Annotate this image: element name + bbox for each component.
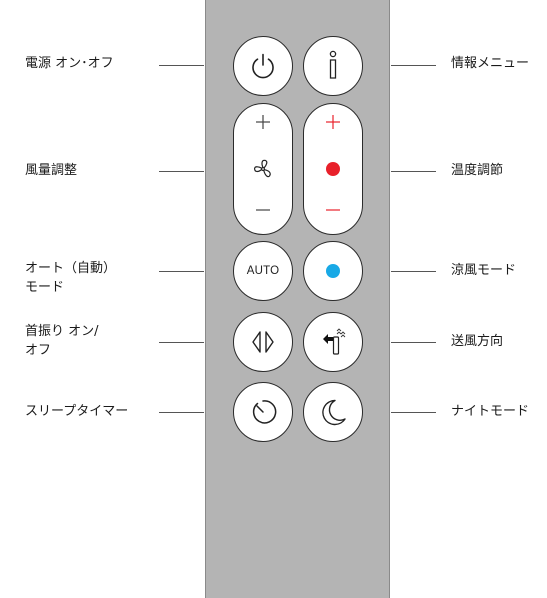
- power-leader-line: [159, 65, 204, 66]
- power-label: 電源 オン･オフ: [25, 56, 114, 71]
- red-dot-icon: [324, 160, 342, 178]
- cool-mode-leader-line: [391, 271, 436, 272]
- sleep-timer-button[interactable]: [233, 382, 293, 442]
- temperature-leader-line: [391, 171, 436, 172]
- temperature-down-button[interactable]: [304, 202, 362, 218]
- info-icon: [323, 49, 343, 83]
- oscillation-label-line1: 首振り オン/: [25, 324, 99, 339]
- fan-speed-down-button[interactable]: [234, 202, 292, 218]
- auto-mode-label-line2: モード: [25, 280, 65, 295]
- oscillation-button[interactable]: [233, 312, 293, 372]
- fan-icon-area: [234, 158, 292, 180]
- airflow-direction-label: 送風方向: [451, 334, 504, 349]
- night-mode-label: ナイトモード: [451, 404, 530, 419]
- auto-mode-button[interactable]: AUTO: [233, 241, 293, 301]
- power-button[interactable]: [233, 36, 293, 96]
- sleep-timer-leader-line: [159, 412, 204, 413]
- moon-icon: [318, 397, 348, 427]
- sleep-timer-label: スリープタイマー: [25, 404, 129, 419]
- minus-icon: [325, 202, 341, 218]
- blue-dot-icon: [324, 262, 342, 280]
- power-icon: [248, 51, 278, 81]
- remote-control-body: AUTO: [205, 0, 390, 598]
- auto-mode-leader-line: [159, 271, 204, 272]
- airflow-direction-button[interactable]: [303, 312, 363, 372]
- fan-speed-label: 風量調整: [25, 163, 78, 178]
- airflow-direction-icon: [316, 325, 350, 359]
- auto-mode-label-line1: オート（自動）: [25, 261, 117, 276]
- cool-mode-label: 涼風モード: [451, 263, 517, 278]
- fan-speed-leader-line: [159, 171, 204, 172]
- temperature-up-button[interactable]: [304, 114, 362, 130]
- oscillation-label-line2: オフ: [25, 343, 52, 358]
- fan-speed-up-button[interactable]: [234, 114, 292, 130]
- fan-icon: [252, 158, 274, 180]
- temperature-label: 温度調節: [451, 163, 504, 178]
- airflow-direction-leader-line: [391, 342, 436, 343]
- temperature-pill: [303, 103, 363, 235]
- plus-icon: [325, 114, 341, 130]
- night-mode-button[interactable]: [303, 382, 363, 442]
- info-menu-leader-line: [391, 65, 436, 66]
- plus-icon: [255, 114, 271, 130]
- heat-indicator: [304, 160, 362, 178]
- minus-icon: [255, 202, 271, 218]
- fan-speed-pill: [233, 103, 293, 235]
- info-menu-label: 情報メニュー: [451, 56, 530, 71]
- auto-label: AUTO: [246, 265, 280, 277]
- timer-icon: [248, 397, 278, 427]
- info-menu-button[interactable]: [303, 36, 363, 96]
- oscillation-icon: [248, 327, 278, 357]
- cool-mode-button[interactable]: [303, 241, 363, 301]
- oscillation-leader-line: [159, 342, 204, 343]
- night-mode-leader-line: [391, 412, 436, 413]
